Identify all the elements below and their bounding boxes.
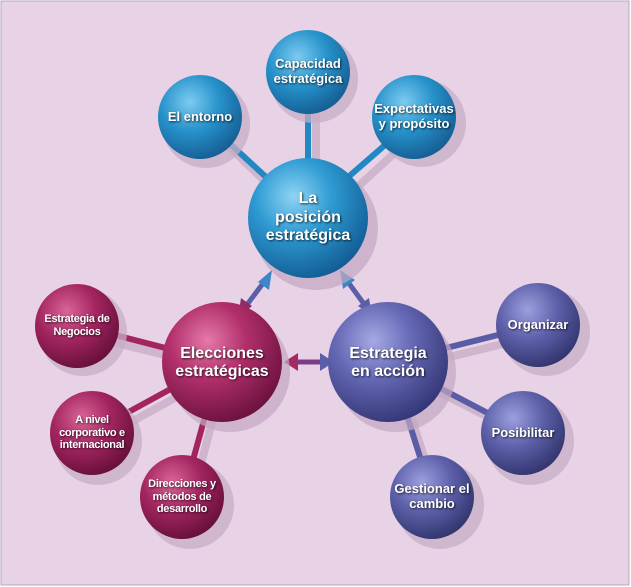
hub-choices-circle	[162, 302, 282, 422]
satellite-negocios-label: Estrategia de Negocios	[44, 313, 110, 338]
satellite-posibilitar-circle	[481, 391, 565, 475]
satellite-gestionar-circle	[390, 455, 474, 539]
satellite-posibilitar-label: Posibilitar	[491, 424, 555, 440]
satellite-capacidad-label: Capacidad estratégica	[273, 56, 343, 86]
hub-position-label: La posición estratégica	[265, 190, 351, 245]
satellite-entorno-circle	[158, 75, 242, 159]
hub-position-circle	[248, 158, 368, 278]
satellite-corporativo-circle	[50, 391, 134, 475]
satellite-entorno-label: El entorno	[167, 108, 233, 124]
satellite-direcciones-label: Direcciones y métodos de desarrollo	[148, 478, 216, 516]
satellite-expectativas-label: Expectativas y propósito	[374, 101, 454, 131]
satellite-negocios-circle	[35, 284, 119, 368]
satellite-organizar-circle	[496, 283, 580, 367]
double-arrow-choices-action	[284, 353, 334, 371]
satellite-organizar-label: Organizar	[507, 316, 569, 332]
satellite-gestionar-label: Gestionar el cambio	[394, 481, 470, 511]
satellite-corporativo-label: A nivel corporativo e internacional	[59, 414, 125, 452]
satellite-capacidad-circle	[266, 30, 350, 114]
satellite-direcciones-circle	[140, 455, 224, 539]
hub-action-circle	[328, 302, 448, 422]
hub-choices-label: Elecciones estratégicas	[175, 344, 269, 380]
hub-action-label: Estrategia en acción	[349, 344, 427, 380]
satellite-expectativas-circle	[372, 75, 456, 159]
